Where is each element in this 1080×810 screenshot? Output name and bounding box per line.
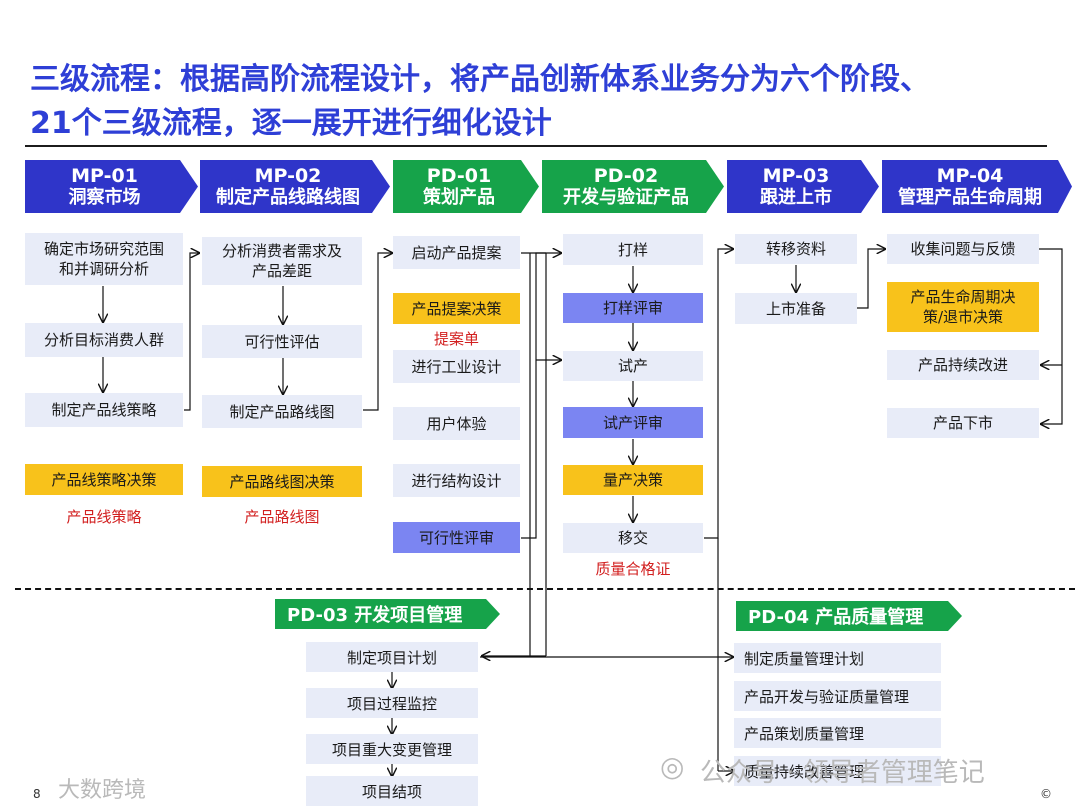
pd01-step-review: 可行性评审 bbox=[393, 522, 520, 553]
title-line-1: 三级流程：根据高阶流程设计，将产品创新体系业务分为六个阶段、 bbox=[30, 62, 930, 97]
mp02-decision: 产品路线图决策 bbox=[202, 466, 362, 497]
mp03-step-launch-prep: 上市准备 bbox=[735, 293, 857, 324]
phase-name: 跟进上市 bbox=[760, 186, 832, 208]
pd03-item-change: 项目重大变更管理 bbox=[306, 734, 478, 764]
pd04-tag: PD-04 产品质量管理 bbox=[736, 601, 962, 631]
mp01-output: 产品线策略 bbox=[66, 508, 142, 526]
mp04-decision: 产品生命周期决 策/退市决策 bbox=[887, 282, 1039, 332]
pd02-step-sample-review: 打样评审 bbox=[563, 293, 703, 323]
mp02-step-feasibility: 可行性评估 bbox=[202, 325, 362, 358]
pd03-tag: PD-03 开发项目管理 bbox=[275, 599, 500, 629]
watermark-right: 公众号 · 领导者管理笔记 bbox=[700, 758, 985, 788]
pd02-step-trial: 试产 bbox=[563, 351, 703, 381]
mp04-step-improve: 产品持续改进 bbox=[887, 350, 1039, 380]
pd01-decision: 产品提案决策 bbox=[393, 293, 520, 324]
pd04-item-plan: 制定质量管理计划 bbox=[734, 643, 941, 673]
title-line-2: 21个三级流程，逐一展开进行细化设计 bbox=[30, 106, 552, 141]
phase-name: 管理产品生命周期 bbox=[898, 186, 1042, 208]
mp02-output: 产品路线图 bbox=[244, 508, 320, 526]
mp01-step-analyze: 分析目标消费人群 bbox=[25, 323, 183, 357]
phase-mp01: MP-01 洞察市场 bbox=[25, 160, 198, 213]
wechat-icon: ◎ bbox=[660, 750, 685, 783]
title-divider bbox=[25, 145, 1047, 147]
mp01-decision: 产品线策略决策 bbox=[25, 464, 183, 495]
phase-code: MP-04 bbox=[936, 164, 1004, 187]
pd01-step-proposal: 启动产品提案 bbox=[393, 236, 520, 269]
pd02-step-sample: 打样 bbox=[563, 234, 703, 265]
pd01-step-ux: 用户体验 bbox=[393, 407, 520, 440]
pd04-item-dev-quality: 产品开发与验证质量管理 bbox=[734, 681, 941, 711]
mp02-step-roadmap: 制定产品路线图 bbox=[202, 395, 362, 428]
phase-code: MP-01 bbox=[71, 164, 138, 187]
phase-name: 策划产品 bbox=[423, 186, 495, 208]
mp04-step-feedback: 收集问题与反馈 bbox=[887, 234, 1039, 264]
phase-name: 洞察市场 bbox=[68, 186, 141, 208]
mp01-step-strategy: 制定产品线策略 bbox=[25, 393, 183, 427]
phase-pd02: PD-02 开发与验证产品 bbox=[542, 160, 724, 213]
phase-code: PD-01 bbox=[426, 164, 492, 187]
phase-code: MP-02 bbox=[254, 164, 322, 187]
pd01-output: 提案单 bbox=[433, 330, 479, 348]
watermark-left: 大数跨境 bbox=[58, 778, 147, 803]
section-divider bbox=[15, 588, 1075, 590]
pd04-item-planning-quality: 产品策划质量管理 bbox=[734, 718, 941, 748]
phase-code: PD-02 bbox=[593, 164, 659, 187]
pd01-step-structure: 进行结构设计 bbox=[393, 464, 520, 497]
page-number: 8 bbox=[33, 787, 41, 801]
phase-name: 制定产品线路线图 bbox=[216, 186, 360, 208]
mp01-step-research: 确定市场研究范围 和并调研分析 bbox=[25, 233, 183, 285]
pd03-item-close: 项目结项 bbox=[306, 776, 478, 806]
phase-mp02: MP-02 制定产品线路线图 bbox=[200, 160, 390, 213]
mp02-step-needs: 分析消费者需求及 产品差距 bbox=[202, 237, 362, 285]
mp04-step-retire: 产品下市 bbox=[887, 408, 1039, 438]
mp03-step-transfer: 转移资料 bbox=[735, 234, 857, 264]
pd02-step-handover: 移交 bbox=[563, 523, 703, 553]
phase-code: MP-03 bbox=[762, 164, 830, 187]
phase-pd01: PD-01 策划产品 bbox=[393, 160, 539, 213]
page-title: 三级流程：根据高阶流程设计，将产品创新体系业务分为六个阶段、 21个三级流程，逐… bbox=[30, 58, 1070, 146]
pd03-item-plan: 制定项目计划 bbox=[306, 642, 478, 672]
phase-mp03: MP-03 跟进上市 bbox=[727, 160, 879, 213]
pd02-step-trial-review: 试产评审 bbox=[563, 407, 703, 438]
pd03-item-monitor: 项目过程监控 bbox=[306, 688, 478, 718]
phase-mp04: MP-04 管理产品生命周期 bbox=[882, 160, 1072, 213]
pd02-step-mass-decision: 量产决策 bbox=[563, 465, 703, 495]
copyright: © bbox=[1040, 787, 1052, 801]
pd02-output: 质量合格证 bbox=[595, 560, 671, 578]
pd04-item-improvement: 质量持续改善管理 bbox=[734, 756, 941, 786]
pd01-step-industrial-design: 进行工业设计 bbox=[393, 350, 520, 383]
phase-name: 开发与验证产品 bbox=[563, 186, 689, 208]
